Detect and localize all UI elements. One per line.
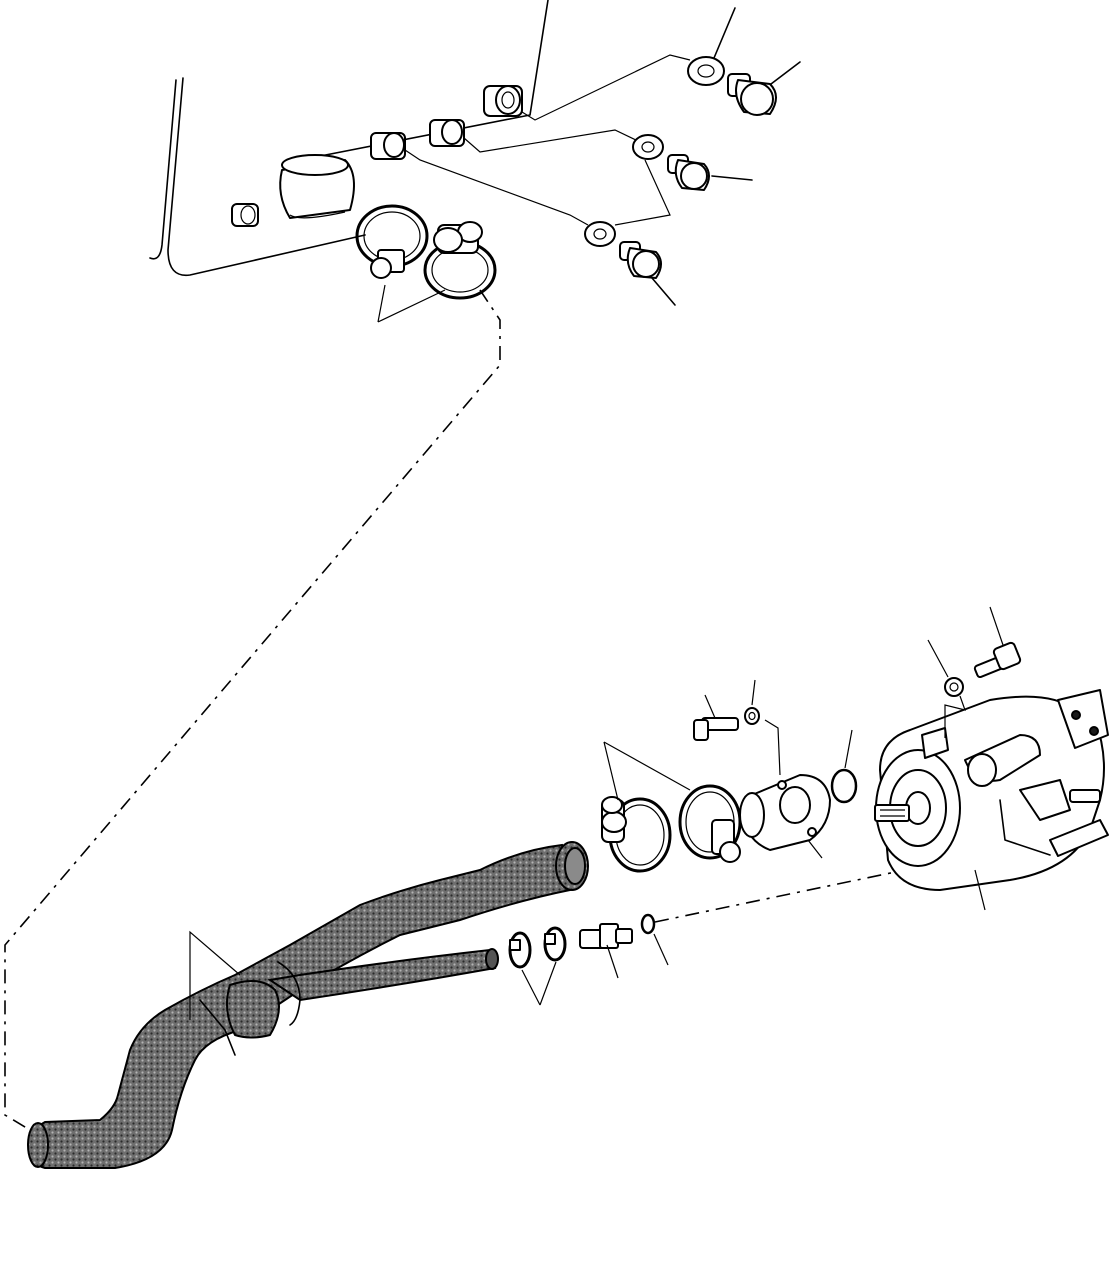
flange-washer — [744, 707, 760, 725]
leader-flange — [807, 839, 823, 859]
port-fitting-upper — [483, 85, 523, 117]
leader-washer-pair — [614, 159, 671, 226]
washer-top — [687, 56, 725, 86]
port-leader-lines — [404, 54, 691, 226]
small-clamp-b — [543, 926, 567, 962]
leader-plug-lower — [651, 277, 676, 306]
leader-pump — [974, 869, 986, 911]
leader-clamps-upper — [377, 284, 446, 323]
leader-flange-bolt — [704, 694, 716, 719]
leader-plug-middle — [711, 175, 753, 181]
pump-drain-path — [654, 869, 906, 923]
plug-middle — [667, 154, 710, 191]
leader-o-ring-small — [653, 933, 669, 966]
pump-washer — [944, 677, 964, 697]
o-ring-flange — [830, 768, 858, 804]
pump-bolt — [973, 641, 1022, 679]
small-clamp-a — [508, 931, 532, 969]
leader-pump-bolt — [989, 606, 1004, 646]
washer-middle — [632, 134, 664, 160]
leader-o-ring-flange — [844, 729, 853, 769]
tank-outline — [149, 0, 549, 277]
port-fitting-middle — [429, 119, 465, 147]
port-fitting-small — [231, 203, 259, 227]
hydraulic-pump — [874, 689, 1109, 891]
pump-flange — [739, 774, 831, 851]
port-fitting-large — [279, 154, 355, 219]
leader-plug-top — [770, 61, 801, 85]
plug-top — [727, 73, 777, 116]
hose-nipple-fitting — [579, 923, 633, 949]
hose-clamp-upper-b — [423, 221, 497, 300]
leader-clamps-lower — [603, 741, 691, 801]
leader-flange-washer — [751, 679, 781, 776]
washer-lower — [584, 221, 616, 247]
leader-hose-bands — [189, 930, 241, 1020]
flange-bolt — [693, 717, 739, 741]
suction-hose — [27, 841, 589, 1169]
hose-clamp-lower-b — [678, 784, 742, 863]
leader-small-clamps — [521, 961, 557, 1006]
plug-lower — [619, 241, 662, 279]
hose-clamp-upper-a — [355, 204, 429, 279]
leader-pump-washer — [927, 639, 966, 738]
leader-nipple — [606, 944, 619, 979]
port-fitting-left — [370, 132, 406, 160]
hose-clamp-lower-a — [601, 796, 672, 873]
leader-washer-top — [713, 7, 736, 59]
o-ring-small — [640, 913, 656, 935]
